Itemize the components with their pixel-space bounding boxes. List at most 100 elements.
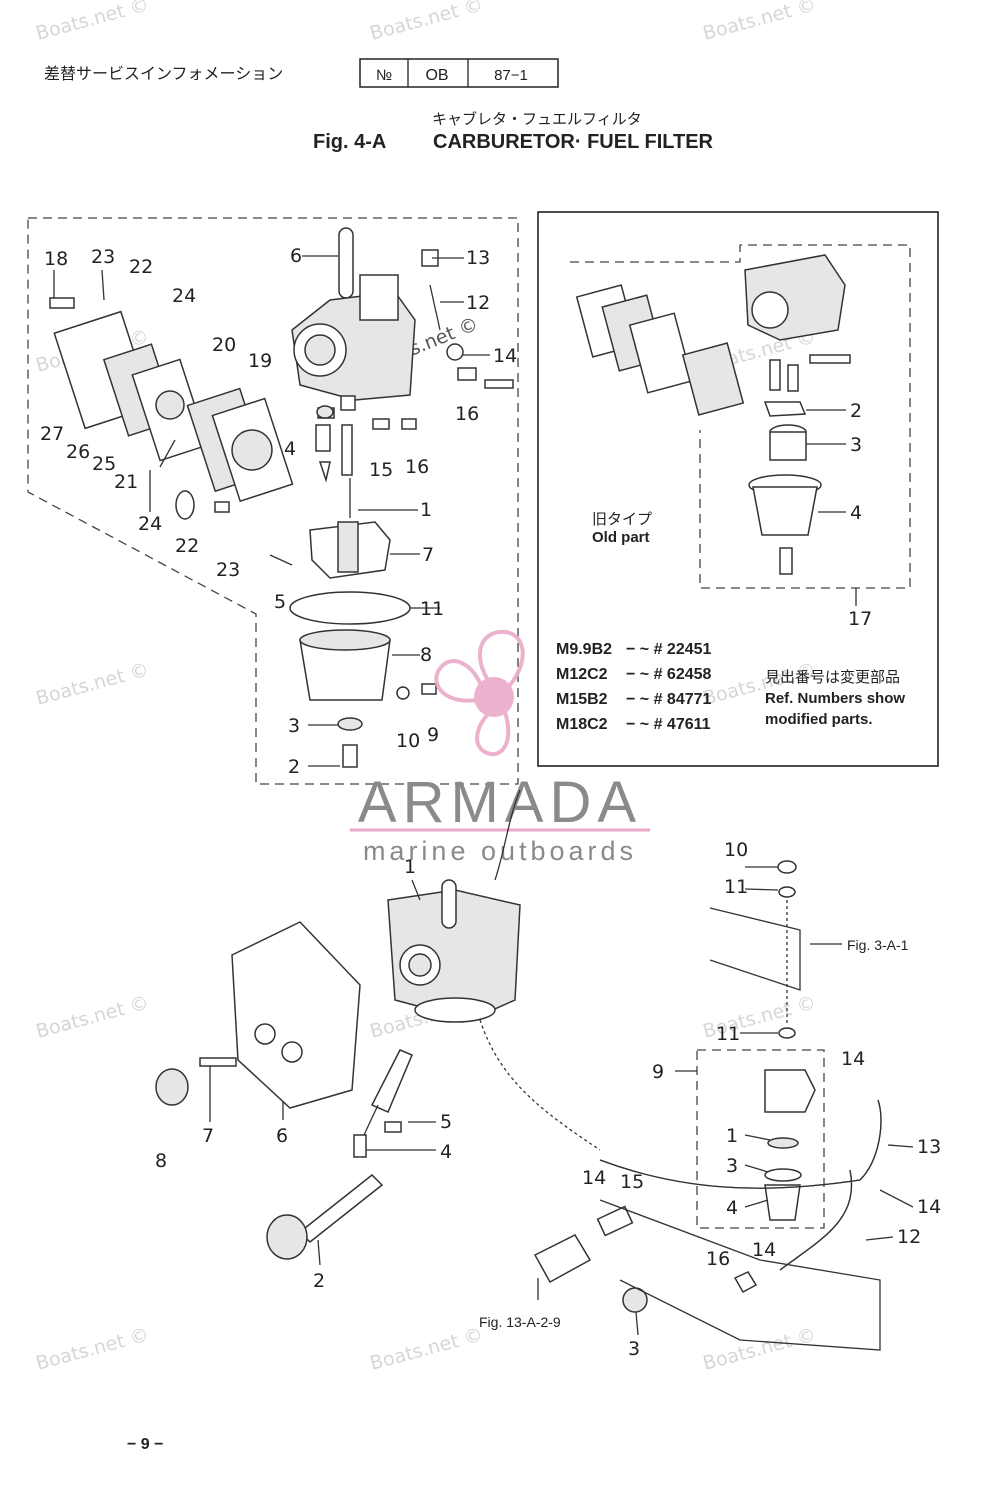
callout: 3 <box>850 434 862 456</box>
callout: 14 <box>841 1048 865 1070</box>
japanese-header-title: 差替サービスインフォメーション <box>44 65 283 83</box>
note-en-1: Ref. Numbers show <box>765 690 905 707</box>
callout: 15 <box>369 459 393 481</box>
page-number: − 9 − <box>127 1436 163 1453</box>
model-name: M12C2 <box>556 666 608 683</box>
watermark: Boats.net © <box>34 1324 152 1375</box>
callout: 12 <box>466 292 490 314</box>
model-serial: − ~ # 22451 <box>626 641 712 658</box>
callouts-lower: 1 10 11 11 9 14 13 14 14 1 3 4 12 15 16 … <box>155 839 941 1360</box>
callout: 11 <box>716 1023 740 1045</box>
callout: 15 <box>620 1171 644 1193</box>
old-part-jp-label: 旧タイプ <box>592 511 652 528</box>
callout: 3 <box>726 1155 738 1177</box>
callout: 14 <box>493 345 517 367</box>
model-serial: − ~ # 84771 <box>626 691 712 708</box>
logo-brand: ARMADA <box>358 770 642 835</box>
carburetor-drawing-upper <box>291 227 416 483</box>
watermark: Boats.net © <box>701 0 819 45</box>
callout: 5 <box>440 1111 452 1133</box>
watermark: Boats.net © <box>368 1324 486 1375</box>
no-code: OB <box>425 67 448 84</box>
ref-fig-13: Fig. 13-A-2-9 <box>479 1314 561 1330</box>
callout: 8 <box>155 1150 167 1172</box>
callout: 14 <box>917 1196 941 1218</box>
callout: 9 <box>652 1061 664 1083</box>
callout: 2 <box>850 400 862 422</box>
old-part-callouts: 2 3 4 17 <box>806 400 872 630</box>
model-serial-table: M9.9B2 − ~ # 22451 M12C2 − ~ # 62458 M15… <box>556 641 905 733</box>
callout: 6 <box>276 1125 288 1147</box>
callout: 18 <box>44 248 68 270</box>
no-label: № <box>376 67 392 84</box>
callout: 1 <box>404 856 416 878</box>
callout: 2 <box>288 756 300 778</box>
model-serial: − ~ # 62458 <box>626 666 712 683</box>
watermark: Boats.net © <box>34 992 152 1043</box>
watermark: Boats.net © <box>34 0 152 45</box>
callout: 5 <box>274 591 286 613</box>
callout: 4 <box>726 1197 738 1219</box>
propeller-icon <box>434 629 525 756</box>
callout: 23 <box>91 246 115 268</box>
callout: 9 <box>427 724 439 746</box>
callout: 23 <box>216 559 240 581</box>
callouts-upper-left: 18 23 22 24 20 19 6 13 12 14 16 15 16 4 … <box>40 245 517 778</box>
callout: 6 <box>290 245 302 267</box>
callout: 20 <box>212 334 236 356</box>
callout: 22 <box>175 535 199 557</box>
model-name: M15B2 <box>556 691 608 708</box>
callout: 11 <box>420 598 444 620</box>
callout: 22 <box>129 256 153 278</box>
callout: 13 <box>917 1136 941 1158</box>
callout: 4 <box>850 502 862 524</box>
callout: 24 <box>172 285 196 307</box>
callout: 16 <box>706 1248 730 1270</box>
callout: 3 <box>628 1338 640 1360</box>
logo-tagline: marine outboards <box>363 836 637 866</box>
callout: 14 <box>752 1239 776 1261</box>
watermark: Boats.net © <box>701 1324 819 1375</box>
model-serial: − ~ # 47611 <box>626 716 711 733</box>
figure-id: Fig. 4-A <box>313 131 386 153</box>
leader-lines-lower <box>209 866 914 1336</box>
note-jp: 見出番号は変更部品 <box>765 669 900 686</box>
watermark: Boats.net © <box>368 0 486 45</box>
callout: 4 <box>284 438 296 460</box>
callout: 17 <box>848 608 872 630</box>
figure-kana-title: キャブレタ・フュエルフィルタ <box>432 110 642 128</box>
leader-lines-upper <box>53 255 490 767</box>
watermark: Boats.net © <box>34 659 152 710</box>
callout: 26 <box>66 441 90 463</box>
old-part-en-label: Old part <box>592 529 650 546</box>
exploded-view-border <box>27 217 519 785</box>
callout: 7 <box>422 544 434 566</box>
callout: 25 <box>92 453 116 475</box>
callout: 11 <box>724 876 748 898</box>
callout: 19 <box>248 350 272 372</box>
model-name: M9.9B2 <box>556 641 612 658</box>
gasket-plates-drawing <box>49 297 294 520</box>
callout: 1 <box>726 1125 738 1147</box>
callout: 2 <box>313 1270 325 1292</box>
callout: 12 <box>897 1226 921 1248</box>
callout: 14 <box>582 1167 606 1189</box>
callout: 1 <box>420 499 432 521</box>
small-hardware-drawing <box>316 249 514 430</box>
callout: 4 <box>440 1141 452 1163</box>
callout: 10 <box>396 730 420 752</box>
note-en-2: modified parts. <box>765 711 873 728</box>
callout: 7 <box>202 1125 214 1147</box>
callout: 16 <box>455 403 479 425</box>
callout: 10 <box>724 839 748 861</box>
model-name: M18C2 <box>556 716 608 733</box>
lower-assembly-drawing <box>155 789 882 1351</box>
callout: 21 <box>114 471 138 493</box>
callout: 13 <box>466 247 490 269</box>
no-number: 87−1 <box>494 67 528 84</box>
old-part-dashed-outline <box>570 244 911 589</box>
old-carburetor-drawing <box>575 254 851 575</box>
old-part-panel-border <box>537 211 939 767</box>
callout: 3 <box>288 715 300 737</box>
